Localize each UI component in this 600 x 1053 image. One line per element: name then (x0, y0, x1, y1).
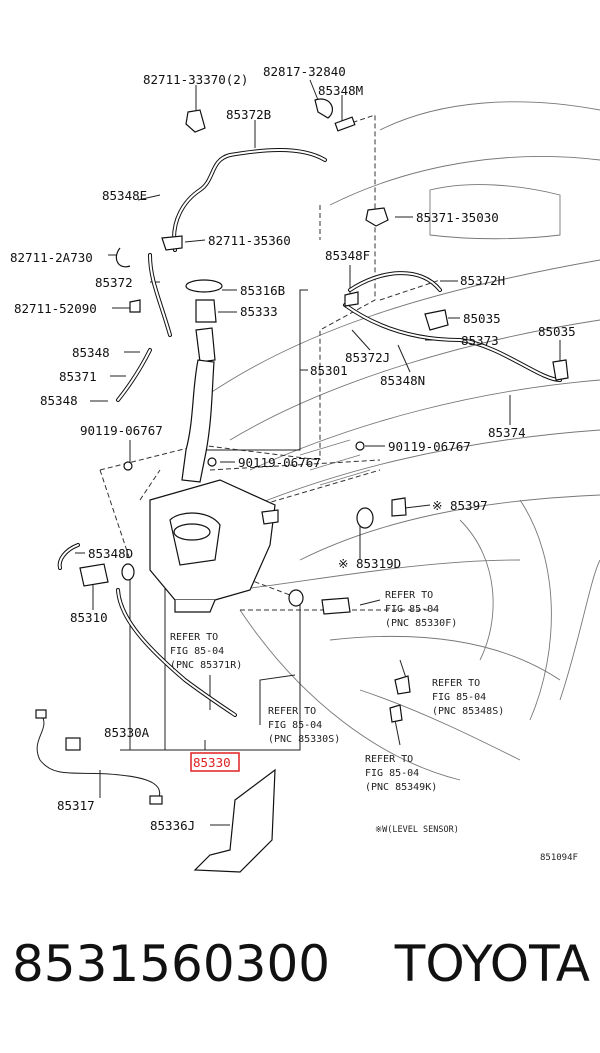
ref-line: FIG 85-04 (170, 646, 224, 657)
level-sensor-note: ※W(LEVEL SENSOR) (375, 825, 459, 835)
part-label: 85348 (72, 345, 110, 360)
highlight-box (190, 752, 240, 772)
leader-lines (75, 79, 561, 826)
part-label: 82711-52090 (14, 301, 97, 316)
ref-line: (PNC 85371R) (170, 660, 242, 671)
part-label: 85317 (57, 798, 95, 813)
part-label: 90119-06767 (238, 455, 321, 470)
part-label: 85348 (40, 393, 78, 408)
part-label: 82711-2A730 (10, 250, 93, 265)
ref-line: REFER TO (170, 632, 218, 643)
ref-line: (PNC 85330F) (385, 618, 457, 629)
footer: 8531560300 TOYOTA (0, 935, 600, 1015)
vehicle-body-outline (199, 101, 600, 781)
part-label: 85310 (70, 610, 108, 625)
washer-pump (79, 563, 135, 587)
hoses (57, 148, 562, 717)
part-label: 85371 (59, 369, 97, 384)
part-label: 85348E (102, 188, 147, 203)
part-label: 85373 (461, 333, 499, 348)
filler-cap (185, 279, 223, 363)
ref-line: FIG 85-04 (365, 768, 419, 779)
part-label: 90119-06767 (388, 439, 471, 454)
ref-line: (PNC 85348S) (432, 706, 504, 717)
brand-name: TOYOTA (394, 935, 590, 993)
part-label: 82711-35360 (208, 233, 291, 248)
ref-line: REFER TO (365, 754, 413, 765)
part-label: 85348F (325, 248, 370, 263)
washer-tank (149, 479, 279, 613)
part-label: 85336J (150, 818, 195, 833)
part-label: 90119-06767 (80, 423, 163, 438)
part-label: 85333 (240, 304, 278, 319)
part-label: 82711-33370(2) (143, 72, 248, 87)
part-label: ※ 85319D (338, 556, 401, 571)
clip-part (115, 98, 569, 471)
ref-line: FIG 85-04 (432, 692, 486, 703)
part-label: 85372H (460, 273, 505, 288)
part-label: 85348M (318, 83, 363, 98)
ref-line: (PNC 85349K) (365, 782, 437, 793)
part-label: 85330A (104, 725, 150, 740)
part-label: 85301 (310, 363, 348, 378)
reference-notes: REFER TO FIG 85-04 (PNC 85330F) REFER TO… (170, 590, 504, 793)
part-label: 85371-35030 (416, 210, 499, 225)
part-number: 8531560300 (12, 935, 331, 993)
filler-neck (181, 359, 215, 483)
highlighted-part-label[interactable]: 85330 (190, 752, 240, 772)
ref-line: REFER TO (432, 678, 480, 689)
ref-line: (PNC 85330S) (268, 734, 340, 745)
parts-diagram: 82711-33370(2) 82817-32840 85348M 85372B… (10, 64, 600, 873)
part-label: 85035 (463, 311, 501, 326)
ref-line: FIG 85-04 (268, 720, 322, 731)
part-label: 85372 (95, 275, 133, 290)
nozzles-and-grommets (288, 497, 411, 723)
part-label: 85035 (538, 324, 576, 339)
part-labels: 82711-33370(2) 82817-32840 85348M 85372B… (10, 64, 576, 833)
tank-shield (193, 768, 276, 873)
wiring-harness (35, 709, 163, 805)
part-label: ※ 85397 (432, 498, 488, 513)
ref-line: REFER TO (268, 706, 316, 717)
part-label: 85348N (380, 373, 425, 388)
figure-code: 851094F (540, 853, 578, 863)
part-label-highlighted: 85330 (193, 755, 231, 770)
part-label: 82817-32840 (263, 64, 346, 79)
ref-line: FIG 85-04 (385, 604, 439, 615)
ref-line: REFER TO (385, 590, 433, 601)
part-label: 85372J (345, 350, 390, 365)
part-label: 85374 (488, 425, 526, 440)
part-label: 85348D (88, 546, 133, 561)
part-label: 85372B (226, 107, 271, 122)
part-label: 85316B (240, 283, 285, 298)
